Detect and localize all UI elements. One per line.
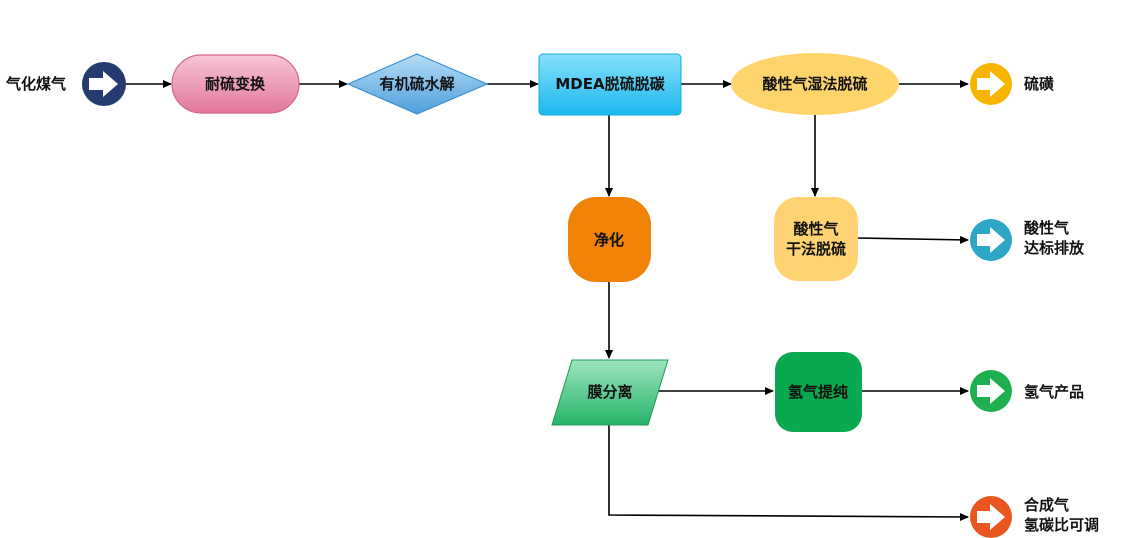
output-syngas-label-1: 合成气 (1023, 496, 1069, 514)
node-shift: 耐硫变换 (171, 54, 300, 114)
arrow-right-icon (977, 378, 1005, 404)
node-h2-purify-label: 氢气提纯 (788, 383, 848, 401)
arrow-right-icon (89, 71, 118, 97)
edge-dry-to-acid-output (856, 235, 969, 244)
node-hydrolysis-label: 有机硫水解 (379, 75, 454, 93)
node-hydrolysis: 有机硫水解 (346, 53, 489, 115)
arrow-right-icon (977, 227, 1005, 253)
node-membrane-label: 膜分离 (587, 383, 632, 401)
node-dry-desulf: 酸性气 干法脱硫 (774, 197, 858, 281)
input-label: 气化煤气 (5, 75, 66, 93)
node-dry-desulf-label-2: 干法脱硫 (786, 240, 846, 258)
output-syngas-label-2: 氢碳比可调 (1024, 516, 1099, 534)
arrow-right-icon (977, 504, 1005, 530)
node-dry-desulf-label-1: 酸性气 (793, 220, 838, 238)
node-h2-purify: 氢气提纯 (775, 352, 862, 432)
node-mdea: MDEA脱硫脱碳 (538, 53, 682, 116)
output-sulfur: 硫磺 (970, 63, 1054, 105)
node-purify: 净化 (568, 197, 651, 282)
output-acid-gas-label-1: 酸性气 (1024, 219, 1069, 237)
arrow-right-icon (977, 71, 1005, 97)
output-acid-gas: 酸性气 达标排放 (970, 219, 1085, 261)
output-h2-product: 氢气产品 (970, 370, 1084, 412)
node-wet-desulf-label: 酸性气湿法脱硫 (762, 75, 867, 93)
output-syngas: 合成气 氢碳比可调 (970, 496, 1099, 538)
output-sulfur-label: 硫磺 (1024, 75, 1054, 93)
input-circle (82, 62, 126, 106)
node-purify-label: 净化 (594, 231, 624, 249)
node-membrane: 膜分离 (551, 359, 669, 426)
output-acid-gas-label-2: 达标排放 (1024, 239, 1085, 257)
node-shift-label: 耐硫变换 (205, 75, 266, 93)
node-mdea-label: MDEA脱硫脱碳 (555, 75, 665, 93)
node-wet-desulf: 酸性气湿法脱硫 (731, 53, 899, 115)
output-h2-product-label: 氢气产品 (1024, 383, 1084, 401)
edge-membrane-to-syngas (608, 425, 969, 521)
